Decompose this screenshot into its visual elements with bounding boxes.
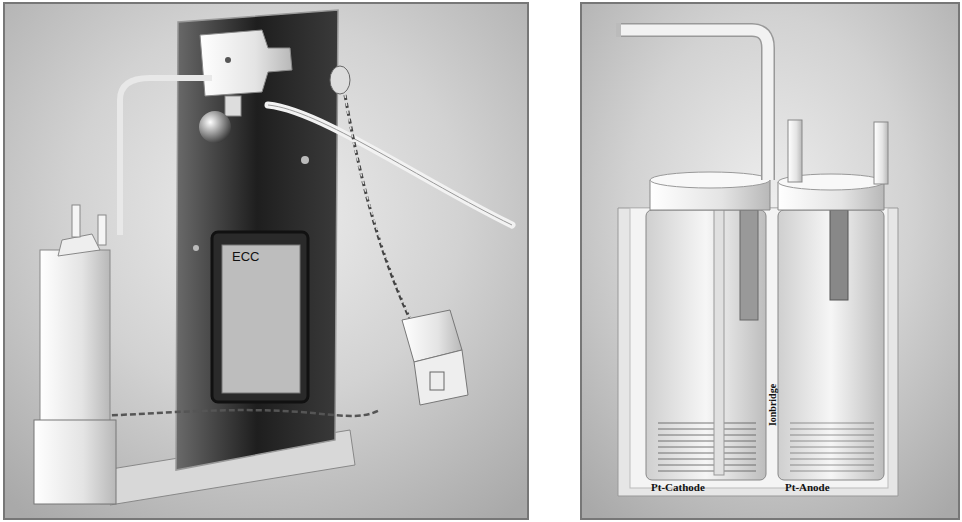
panel-label: ECC — [232, 250, 259, 263]
anode-label: Pt-Anode — [785, 482, 830, 493]
ionbridge-label: Ionbridge — [768, 384, 778, 426]
cathode-label: Pt-Cathode — [651, 482, 705, 493]
